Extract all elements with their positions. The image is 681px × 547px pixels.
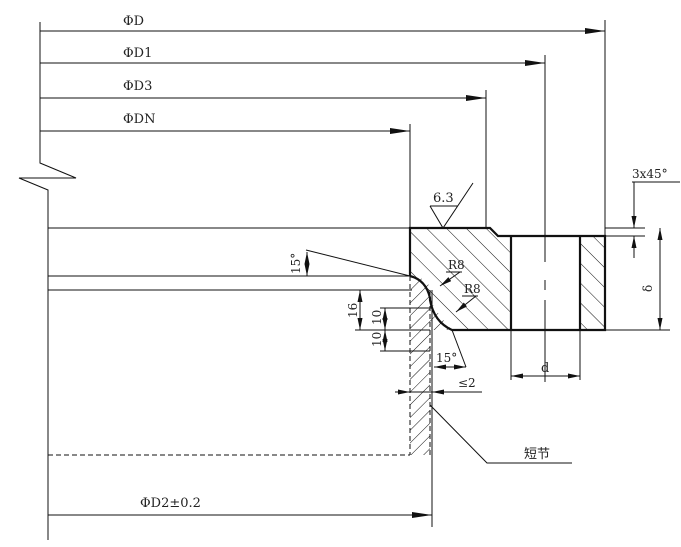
dim-phi-d: ΦD bbox=[123, 14, 144, 29]
dim-phi-d2: ΦD2±0.2 bbox=[140, 496, 201, 511]
bolt-hole-dimension: d bbox=[510, 330, 581, 380]
angle-dimensions: 15° 15° bbox=[289, 249, 467, 370]
roughness-value: 6.3 bbox=[433, 191, 454, 206]
chamfer-dimension: 3x45° δ bbox=[605, 167, 680, 331]
stub-label: 短节 bbox=[524, 447, 550, 462]
radius-upper: R8 bbox=[448, 258, 465, 272]
angle-lower: 15° bbox=[436, 351, 457, 365]
bolt-hole-label: d bbox=[541, 361, 549, 376]
pipe bbox=[48, 227, 433, 527]
vertical-dimensions: 16 10 10 bbox=[346, 289, 432, 352]
dim-phi-dn: ΦDN bbox=[123, 112, 155, 127]
gap-dimension: ≤2 bbox=[395, 376, 482, 395]
gap-label: ≤2 bbox=[458, 376, 476, 390]
angle-upper: 15° bbox=[289, 253, 303, 274]
dim-16: 16 bbox=[346, 303, 360, 318]
flange-section bbox=[408, 226, 607, 332]
roughness-symbol: 6.3 bbox=[429, 182, 474, 229]
stub-leader: 短节 bbox=[429, 404, 572, 464]
dim-10-lower: 10 bbox=[370, 332, 384, 347]
chamfer-label: 3x45° bbox=[632, 167, 668, 181]
dim-10-upper: 10 bbox=[370, 310, 384, 325]
radius-callouts: R8 R8 bbox=[439, 258, 481, 313]
stub-end bbox=[409, 276, 452, 455]
dim-phi-d1: ΦD1 bbox=[123, 46, 152, 61]
break-line bbox=[18, 22, 77, 540]
radius-lower: R8 bbox=[464, 282, 481, 296]
phi-d2-dimension: ΦD2±0.2 bbox=[48, 496, 432, 518]
dim-phi-d3: ΦD3 bbox=[123, 79, 152, 94]
top-dimensions: ΦD ΦD1 ΦD3 ΦDN bbox=[40, 14, 606, 382]
thickness-label: δ bbox=[641, 285, 655, 292]
